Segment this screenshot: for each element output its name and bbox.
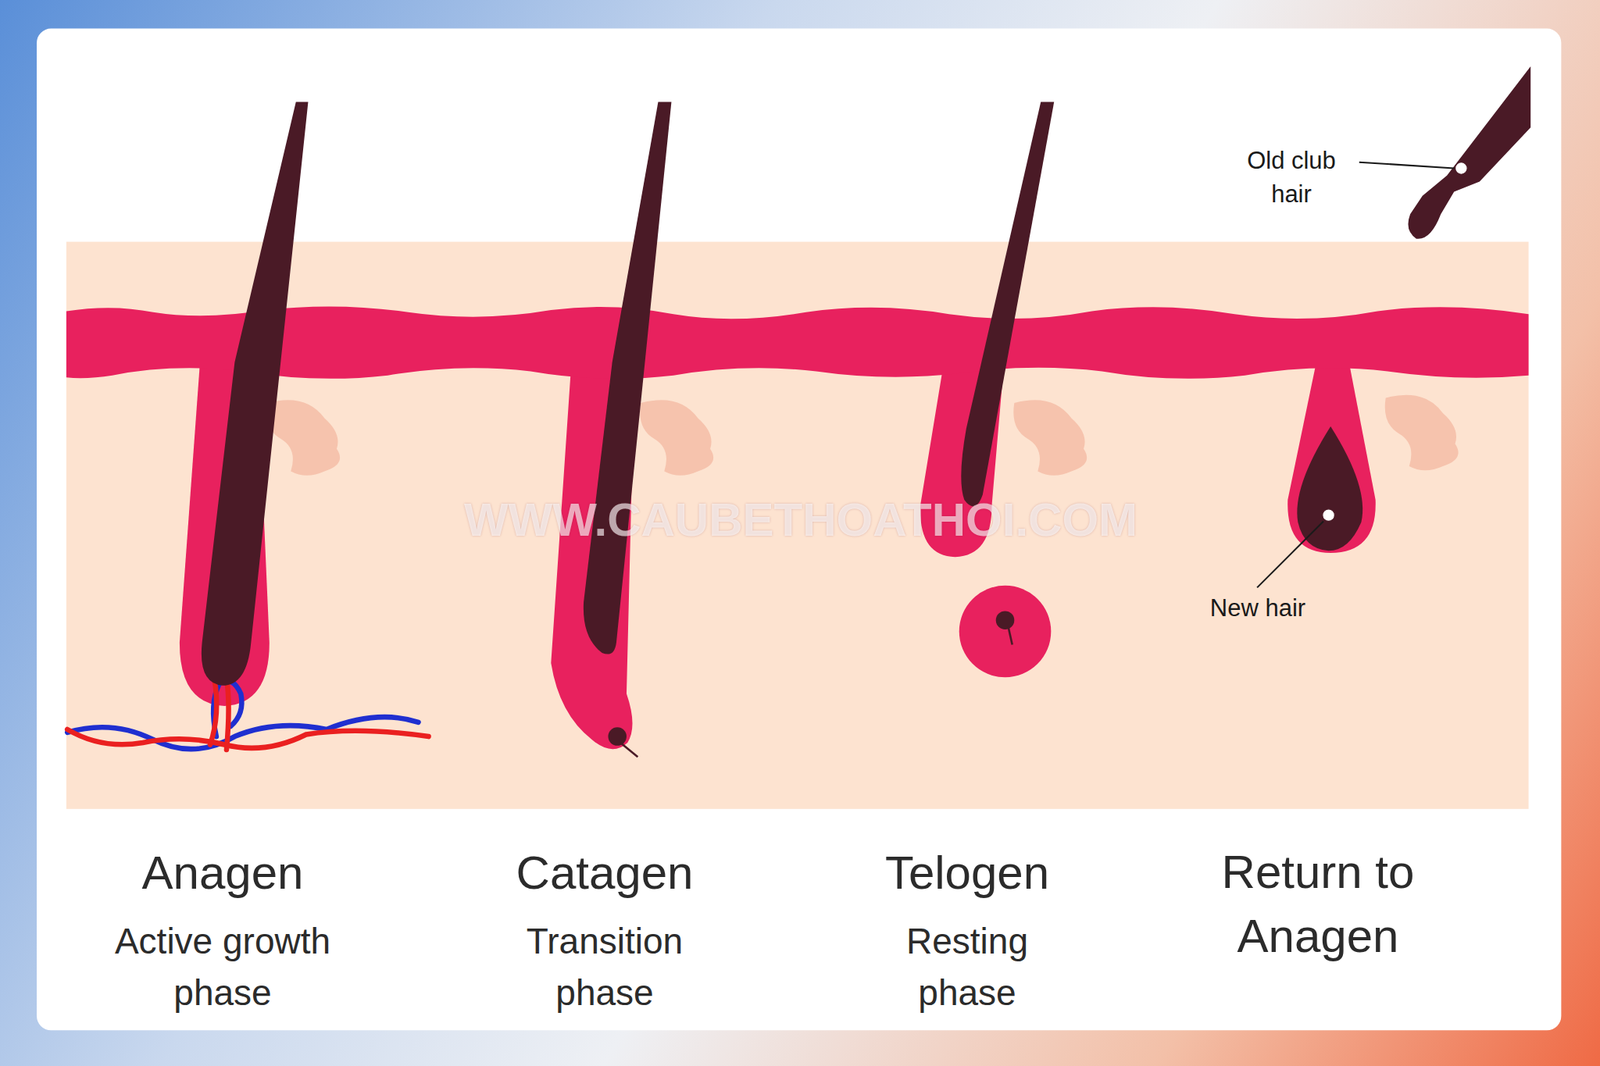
epidermis-band	[66, 306, 1529, 379]
blood-vessels	[67, 671, 429, 750]
watermark: WWW.CAUBETHOATHOI.COM	[449, 490, 1153, 550]
papilla-tail	[620, 626, 1013, 758]
skin-layer	[66, 242, 1529, 810]
marker-dot	[1322, 162, 1468, 522]
phase-subtitle: Transition phase	[499, 915, 711, 1019]
phase-title: Anagen	[82, 843, 364, 904]
callout-label: New hair	[1171, 591, 1344, 625]
callout-label: Old club hair	[1232, 143, 1350, 211]
hair-shaft	[201, 66, 1531, 747]
phase-title: Catagen	[464, 843, 746, 904]
leader-line	[1257, 162, 1454, 589]
sebaceous-gland	[266, 395, 1458, 476]
phase-title: Return to Anagen	[1177, 840, 1459, 969]
phase-title: Telogen	[826, 843, 1108, 904]
card	[36, 28, 1561, 1032]
phase-subtitle: Resting phase	[861, 915, 1073, 1019]
follicle-sheath	[179, 362, 1376, 750]
phase-subtitle: Active growth phase	[82, 915, 364, 1019]
